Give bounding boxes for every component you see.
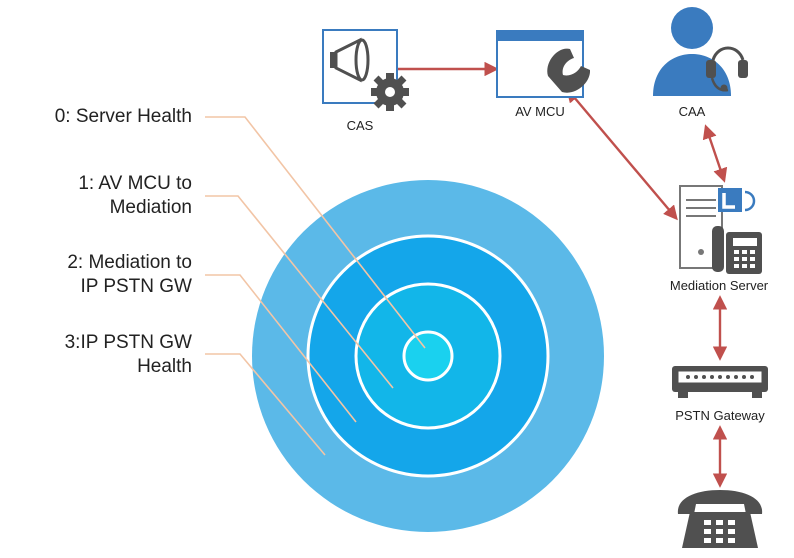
- agent-headset-icon: [653, 7, 748, 96]
- arrow-avmcu-mediation: [566, 87, 678, 221]
- layer-label-3: 3:IP PSTN GW Health: [20, 331, 192, 379]
- layer-label-1-line2: Mediation: [109, 197, 192, 218]
- megaphone-gear-icon: [322, 29, 409, 111]
- ring-layer-0: [402, 330, 454, 382]
- leader-line-3: [205, 353, 326, 456]
- leader-lines: [205, 116, 426, 456]
- layer-label-2: 2: Mediation to IP PSTN GW: [20, 251, 192, 299]
- lync-server-phone-icon: [679, 185, 762, 274]
- layer-label-0: 0: Server Health: [20, 105, 192, 129]
- leader-line-0: [205, 116, 426, 349]
- node-label-av-mcu: AV MCU: [515, 104, 565, 119]
- telephone-icon: [677, 490, 763, 548]
- leader-line-2: [205, 274, 357, 423]
- layer-label-3-line2: Health: [137, 356, 192, 377]
- layer-label-0-line1: 0: Server Health: [54, 106, 192, 127]
- layer-label-2-line2: IP PSTN GW: [80, 276, 192, 297]
- node-label-cas: CAS: [346, 118, 374, 133]
- node-label-mediation: Mediation Server: [669, 278, 769, 293]
- node-label-pstn-gateway: PSTN Gateway: [675, 408, 765, 423]
- leader-line-1: [205, 195, 394, 389]
- layer-label-2-line1: 2: Mediation to: [67, 252, 192, 273]
- node-label-caa: CAA: [678, 104, 706, 119]
- health-rings: [252, 180, 604, 532]
- layer-label-1: 1: AV MCU to Mediation: [20, 172, 192, 220]
- window-phone-icon: [496, 30, 591, 98]
- layer-label-1-line1: 1: AV MCU to: [78, 173, 192, 194]
- gateway-device-icon: [672, 366, 768, 398]
- arrow-caa-mediation: [702, 124, 728, 183]
- connection-arrows: [398, 61, 728, 488]
- layer-label-3-line1: 3:IP PSTN GW: [64, 332, 192, 353]
